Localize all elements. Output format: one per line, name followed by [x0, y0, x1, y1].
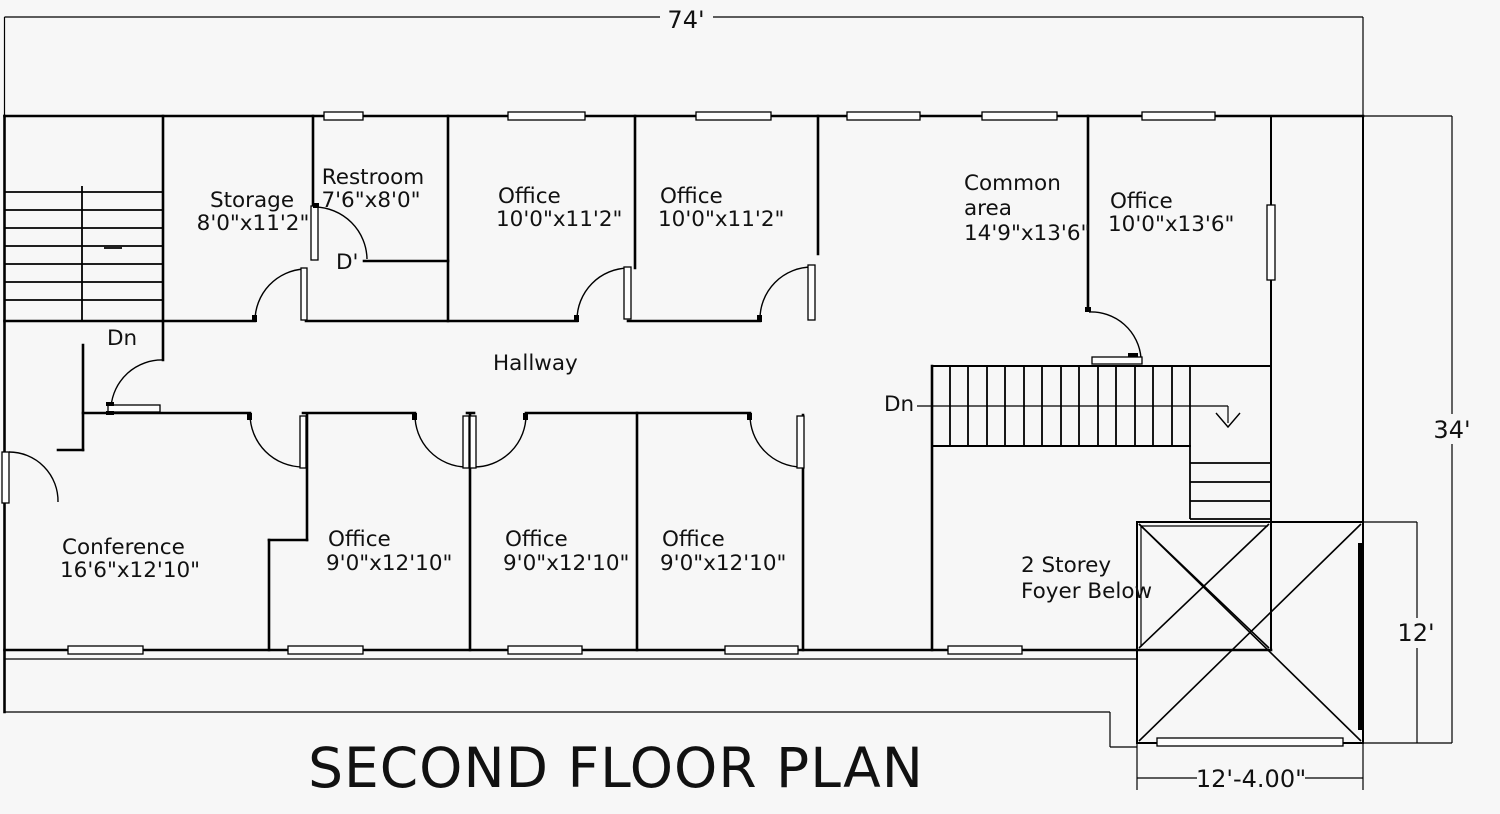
room-size-office-top-right: 10'0"x13'6" — [1108, 212, 1234, 237]
room-size-office-bottom-mid: 9'0"x12'10" — [503, 551, 629, 576]
room-size-office-bottom-left: 9'0"x12'10" — [326, 551, 452, 576]
dim-overall-height: 34' — [1433, 416, 1470, 444]
room-label-foyer-2: Foyer Below — [1021, 579, 1152, 604]
down-label-middle: Dn — [884, 392, 914, 417]
room-label-common-area-2: area — [964, 196, 1012, 221]
room-label-office-bottom-right: Office — [662, 527, 725, 552]
room-size-common-area: 14'9"x13'6" — [964, 221, 1090, 246]
room-size-conference: 16'6"x12'10" — [60, 558, 200, 583]
doors — [1, 203, 1143, 504]
stairs-middle — [917, 366, 1271, 520]
room-size-restroom: 7'6"x8'0" — [321, 188, 420, 213]
annotations: Dn Dn D' — [107, 250, 914, 417]
room-label-office-top-mid: Office — [660, 184, 723, 209]
room-label-office-top-right: Office — [1110, 189, 1173, 214]
room-label-office-bottom-left: Office — [328, 527, 391, 552]
room-label-hallway: Hallway — [493, 351, 578, 376]
room-label-restroom: Restroom — [322, 165, 424, 190]
down-label-left: Dn — [107, 326, 137, 351]
door-tag: D' — [336, 250, 358, 275]
foyer-sill-window — [1156, 737, 1344, 747]
dim-foyer-width: 12'-4.00" — [1196, 765, 1306, 793]
dim-foyer-height: 12' — [1397, 619, 1434, 647]
room-size-office-bottom-right: 9'0"x12'10" — [660, 551, 786, 576]
room-size-office-top-left: 10'0"x11'2" — [496, 207, 622, 232]
dimension-lines — [3, 16, 1453, 790]
room-size-office-top-mid: 10'0"x11'2" — [658, 207, 784, 232]
page-title: SECOND FLOOR PLAN — [308, 736, 924, 800]
foyer-glass-panel — [1358, 543, 1364, 730]
room-label-office-top-left: Office — [498, 184, 561, 209]
room-label-storage: Storage — [210, 188, 294, 213]
stair-down-arrow — [917, 405, 1241, 429]
room-label-office-bottom-mid: Office — [505, 527, 568, 552]
foyer-void — [1136, 521, 1364, 747]
room-label-common-area-1: Common — [964, 171, 1061, 196]
dim-overall-width: 74' — [667, 6, 704, 34]
room-label-foyer-1: 2 Storey — [1021, 553, 1111, 578]
stairs-left — [4, 186, 163, 321]
room-label-conference: Conference — [62, 535, 185, 560]
windows — [67, 111, 1276, 655]
dimension-labels: 74' 34' 12' 12'-4.00" — [667, 6, 1470, 793]
room-size-storage: 8'0"x11'2" — [197, 211, 310, 236]
room-labels: Storage 8'0"x11'2" Restroom 7'6"x8'0" Of… — [60, 165, 1234, 604]
